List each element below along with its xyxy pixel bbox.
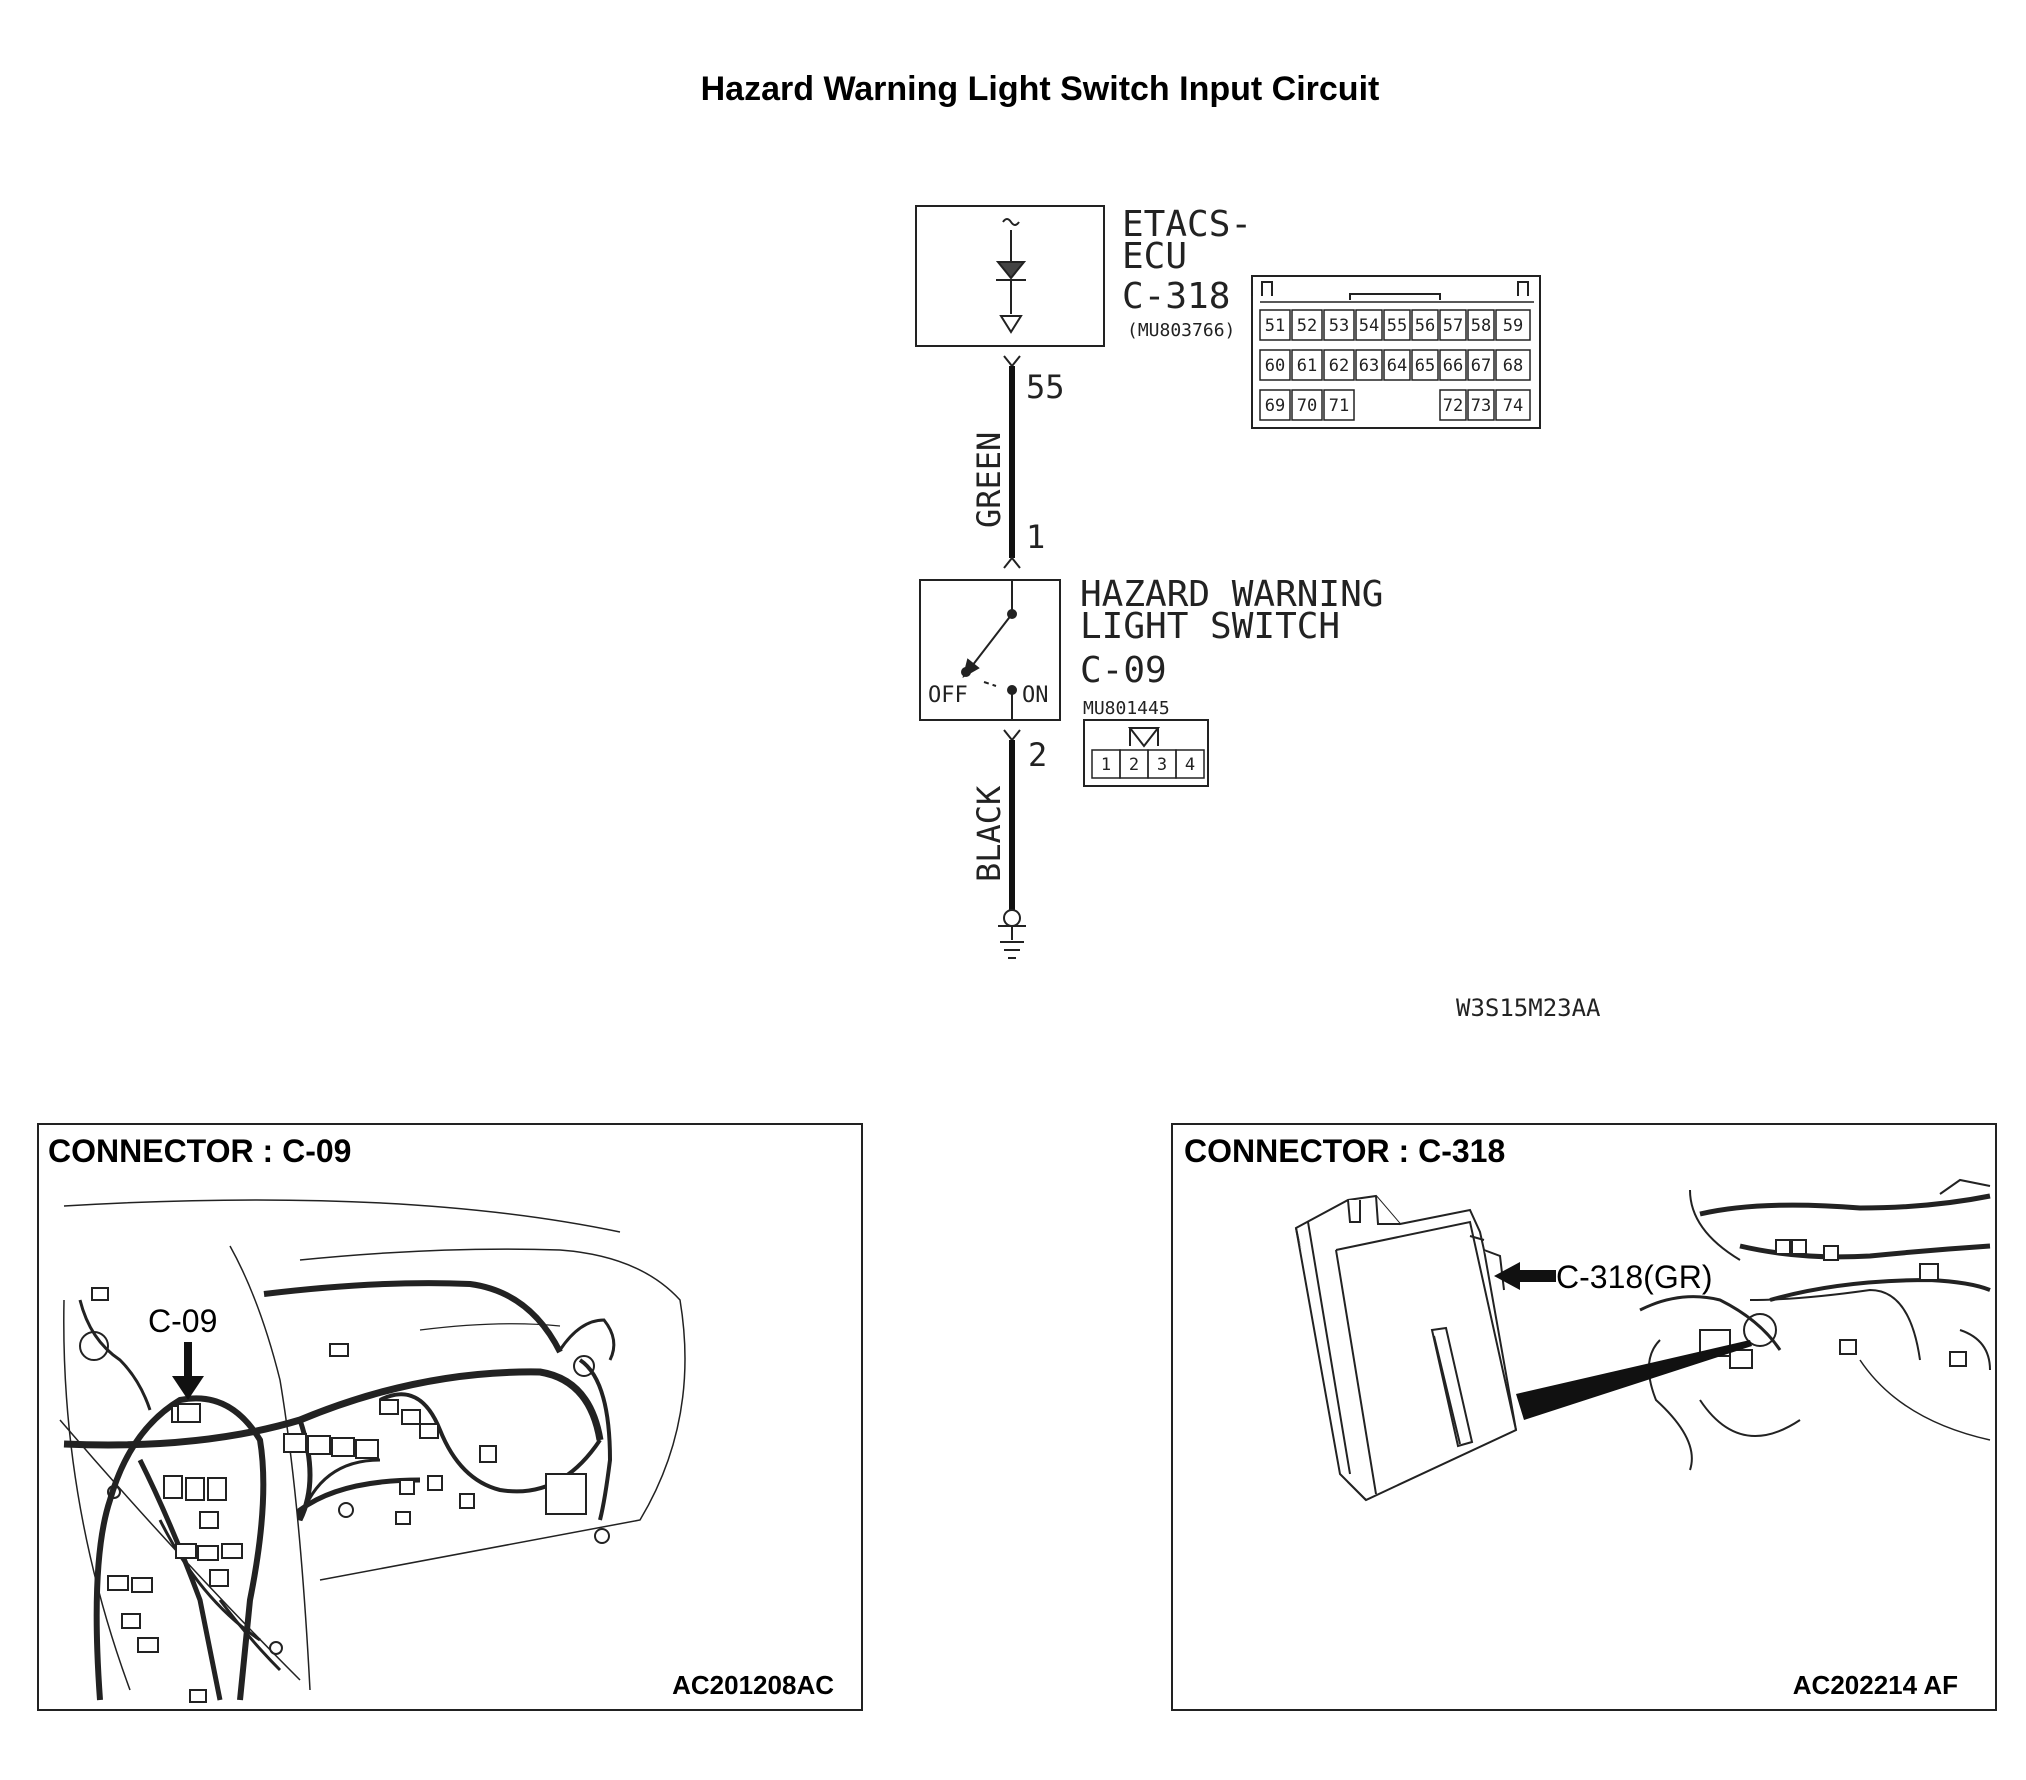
c318-pin-60: 60 <box>1265 356 1285 376</box>
c318-pin-53-cell <box>1323 309 1355 341</box>
arrow-left-icon <box>1494 1262 1556 1290</box>
c318-pin-55-cell <box>1383 309 1411 341</box>
switch-connector-label: C-09 <box>1080 650 1167 691</box>
c09-pin-4-cell <box>1175 749 1205 779</box>
c318-pin-63-cell <box>1355 349 1383 381</box>
c318-pin-65: 65 <box>1415 356 1435 376</box>
c318-pin-60-cell <box>1259 349 1291 381</box>
switch-name-line1: HAZARD WARNING <box>1080 574 1383 615</box>
c318-pin-71-cell <box>1323 389 1355 421</box>
switch-box <box>919 579 1061 721</box>
c318-pin-66: 66 <box>1443 356 1463 376</box>
switch-contact-icon <box>961 580 1017 720</box>
page-title: Hazard Warning Light Switch Input Circui… <box>701 70 1380 108</box>
arrow-down-icon <box>172 1342 204 1400</box>
ecu-pin-number: 55 <box>1026 368 1065 406</box>
c09-connector-highlight <box>177 1403 201 1423</box>
c318-pin-59-cell <box>1495 309 1531 341</box>
ecu-part-number: (MU803766) <box>1127 320 1235 341</box>
c318-pin-58-cell <box>1467 309 1495 341</box>
c318-pin-74-cell <box>1495 389 1531 421</box>
c318-pin-67-cell <box>1467 349 1495 381</box>
c318-pin-69-cell <box>1259 389 1291 421</box>
c318-pin-68-cell <box>1495 349 1531 381</box>
leader-line-icon <box>1516 1340 1752 1420</box>
c318-pin-58: 58 <box>1471 316 1491 336</box>
c318-pin-59: 59 <box>1503 316 1523 336</box>
c318-pin-51-cell <box>1259 309 1291 341</box>
panel-right-heading: CONNECTOR : C-318 <box>1184 1133 1505 1169</box>
switch-pin-bottom: 2 <box>1028 736 1047 774</box>
c09-pin-1: 1 <box>1101 755 1111 775</box>
ecu-terminal-marker-icon <box>1003 355 1021 368</box>
c318-pin-54-cell <box>1355 309 1383 341</box>
c318-pin-68: 68 <box>1503 356 1523 376</box>
c318-pin-51: 51 <box>1265 316 1285 336</box>
c318-pin-61-cell <box>1291 349 1323 381</box>
c318-pin-56-cell <box>1411 309 1439 341</box>
diagram-code: W3S15M23AA <box>1456 994 1601 1022</box>
ecu-name-line2: ECU <box>1122 236 1187 277</box>
ground-icon <box>998 909 1026 959</box>
c318-pin-66-cell <box>1439 349 1467 381</box>
ecu-connector-label: C-318 <box>1122 276 1230 317</box>
c318-pin-54: 54 <box>1359 316 1379 336</box>
c318-pin-64: 64 <box>1387 356 1407 376</box>
circuit-schematic: ETACS- ECU C-318 (MU803766) 51 52 53 54 55 56… <box>915 204 1601 1022</box>
wire-color-upper: GREEN <box>970 432 1008 528</box>
c318-pin-67: 67 <box>1471 356 1491 376</box>
c09-pin-3: 3 <box>1157 755 1167 775</box>
panel-right-callout: C-318(GR) <box>1556 1259 1712 1295</box>
switch-part-number: MU801445 <box>1083 698 1170 719</box>
c318-pin-71: 71 <box>1329 396 1349 416</box>
c318-pin-55: 55 <box>1387 316 1407 336</box>
panel-left-callout: C-09 <box>148 1303 217 1339</box>
connector-c318-panel: CONNECTOR : C-318 <box>1171 1123 1997 1711</box>
wire-color-lower: BLACK <box>970 785 1008 882</box>
switch-name-line2: LIGHT SWITCH <box>1080 606 1340 647</box>
c318-pin-74: 74 <box>1503 396 1523 416</box>
c318-pin-52: 52 <box>1297 316 1317 336</box>
c318-pin-69: 69 <box>1265 396 1285 416</box>
c318-pin-73: 73 <box>1471 396 1491 416</box>
c318-pin-56: 56 <box>1415 316 1435 336</box>
c318-pin-62: 62 <box>1329 356 1349 376</box>
c318-pin-72: 72 <box>1443 396 1463 416</box>
switch-off-label: OFF <box>928 683 968 708</box>
panel-left-code: AC201208AC <box>672 1670 834 1700</box>
connector-c09-panel: CONNECTOR : C-09 <box>37 1123 863 1711</box>
c318-pin-57: 57 <box>1443 316 1463 336</box>
c318-harness-illustration <box>1639 1178 1991 1471</box>
c318-pin-57-cell <box>1439 309 1467 341</box>
c318-pin-61: 61 <box>1297 356 1317 376</box>
c318-pin-70: 70 <box>1297 396 1317 416</box>
switch-pin-top: 1 <box>1026 518 1045 556</box>
ecu-name-line1: ETACS- <box>1122 204 1252 245</box>
c318-connector-face: 51 52 53 54 55 56 57 58 59 60 61 62 63 64 65 66 67 68 69 70… <box>1251 275 1541 429</box>
panel-left-heading: CONNECTOR : C-09 <box>48 1133 351 1169</box>
c318-pin-70-cell <box>1291 389 1323 421</box>
c09-pin-2: 2 <box>1129 755 1139 775</box>
switch-bottom-terminal-marker-icon <box>1003 729 1021 742</box>
c318-pin-62-cell <box>1323 349 1355 381</box>
panel-right-code: AC202214 AF <box>1793 1670 1958 1700</box>
switch-on-label: ON <box>1022 683 1049 708</box>
c318-pin-64-cell <box>1383 349 1411 381</box>
ecu-internal-symbol-icon <box>995 218 1027 334</box>
switch-terminal-marker-icon <box>1003 556 1021 569</box>
c09-pin-4: 4 <box>1185 755 1195 775</box>
dashboard-harness-illustration <box>59 1199 686 1703</box>
c318-pin-53: 53 <box>1329 316 1349 336</box>
c318-pin-73-cell <box>1467 389 1495 421</box>
ecu-module-illustration <box>1294 1194 1518 1502</box>
c318-pin-65-cell <box>1411 349 1439 381</box>
c318-pin-72-cell <box>1439 389 1467 421</box>
c318-pin-63: 63 <box>1359 356 1379 376</box>
c318-pin-52-cell <box>1291 309 1323 341</box>
ecu-box <box>915 205 1105 347</box>
